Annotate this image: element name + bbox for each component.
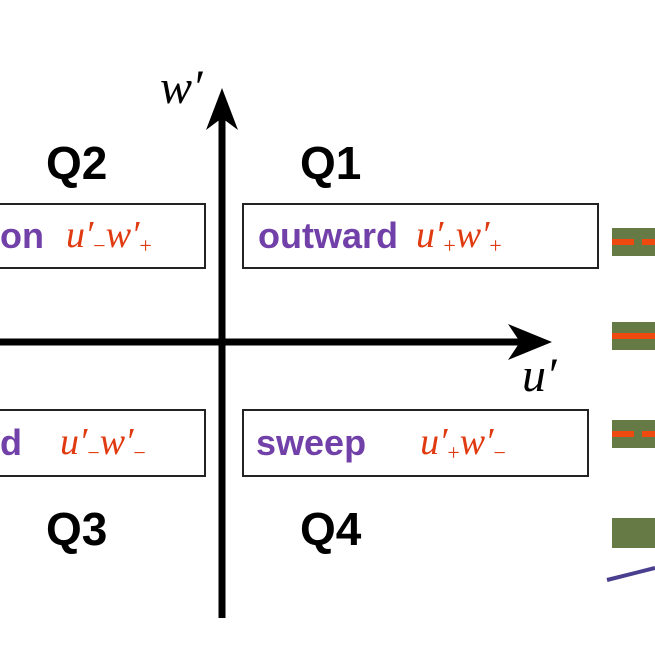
q1-math: u′+w′+ <box>416 214 502 258</box>
q2-word: on <box>0 215 44 256</box>
q3-box: d u′−w′− <box>0 409 206 477</box>
vertical-axis-arrow <box>206 88 238 130</box>
q3-label: Q3 <box>46 503 108 555</box>
legend-swatch-2 <box>612 322 655 350</box>
q1-word: outward <box>258 215 398 256</box>
legend-swatch-1 <box>612 228 655 256</box>
legend-swatch-4 <box>612 518 655 548</box>
q1-label: Q1 <box>300 137 362 189</box>
q4-box: sweep u′+w′− <box>242 409 589 477</box>
q2-math: u′−w′+ <box>65 214 152 258</box>
q2-label: Q2 <box>46 137 108 189</box>
u-axis-label: u′ <box>522 349 557 402</box>
legend-swatch-3 <box>612 420 655 448</box>
q3-word: d <box>0 422 22 463</box>
horizontal-axis-arrow <box>508 324 552 360</box>
q3-math: u′−w′− <box>60 421 146 465</box>
q2-box: on u′−w′+ <box>0 203 206 269</box>
q1-box: outward u′+w′+ <box>242 203 599 269</box>
w-axis-label: w′ <box>160 61 203 114</box>
q4-word: sweep <box>256 422 367 463</box>
q4-math: u′+w′− <box>420 421 506 465</box>
legend-line <box>606 566 655 582</box>
q4-label: Q4 <box>300 503 362 555</box>
